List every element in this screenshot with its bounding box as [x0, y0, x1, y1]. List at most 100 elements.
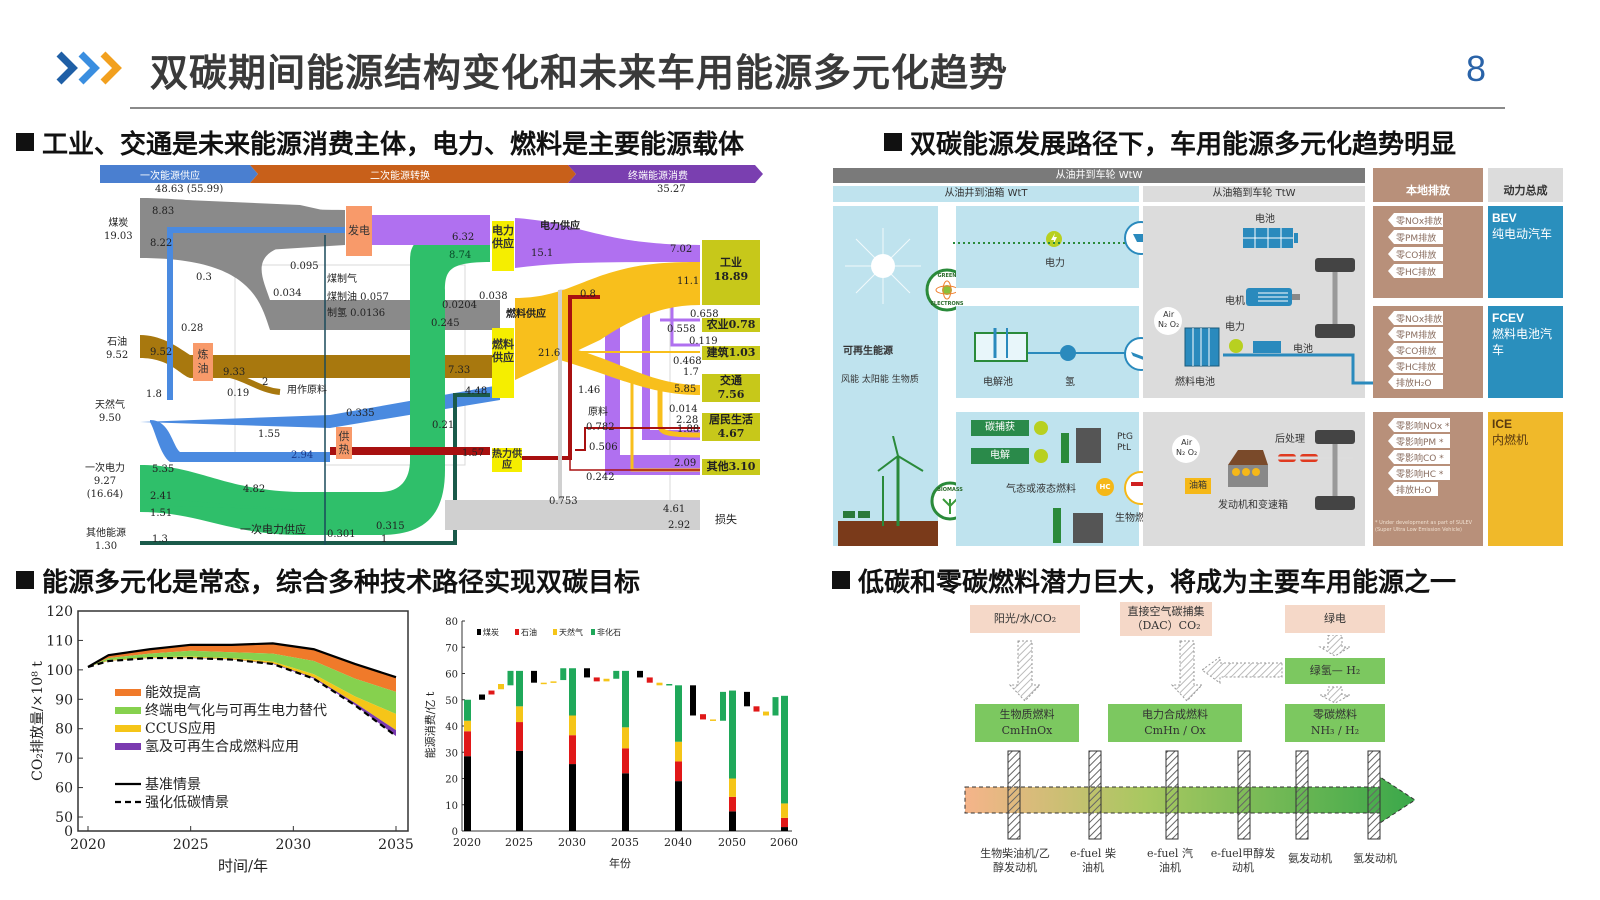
- y-tick-label: 70: [55, 751, 73, 767]
- value-label: 8.83: [152, 206, 175, 217]
- label-hydrogen: 制氢 0.0136: [327, 308, 386, 319]
- technology-timeline-arrow: [964, 750, 1416, 840]
- area-series: [88, 643, 396, 692]
- ptx-plant-icon: [1034, 421, 1101, 463]
- emission-tag: 排放H₂O: [1388, 375, 1443, 389]
- electrolyzer-label: 电解池: [983, 377, 1013, 388]
- wind-turbine-icon: [838, 436, 938, 546]
- stacked-bar-segment: [781, 803, 788, 818]
- flow-electricity: [515, 218, 700, 268]
- sink-building: 建筑1.03: [702, 346, 760, 360]
- waterfall-step: [613, 670, 620, 679]
- waterfall-step: [763, 711, 769, 716]
- stacked-bar-segment: [622, 773, 629, 831]
- stacked-bar-segment: [781, 695, 788, 804]
- value-label: 0.658: [690, 309, 719, 320]
- carrier-power: 电力供应: [492, 221, 514, 271]
- value-label: 2.92: [668, 520, 691, 531]
- value-label: 2.41: [150, 491, 173, 502]
- value-label: 8.22: [150, 238, 173, 249]
- y-tick-label: 20: [445, 775, 458, 786]
- value-label: 0.014: [669, 404, 698, 415]
- value-label: 4.82: [243, 484, 266, 495]
- y-tick-label: 120: [46, 604, 73, 620]
- value-label: 1.57: [462, 448, 485, 459]
- green-hydrogen-box: 绿氢— H₂: [1285, 658, 1385, 684]
- wtt-bar: 从油井到油箱 WtT: [833, 186, 1139, 202]
- stacked-bar-segment: [622, 670, 629, 728]
- legend-swatch: [515, 629, 519, 635]
- waterfall-step: [772, 697, 779, 716]
- legend-swatch: [115, 689, 141, 696]
- section-heading-text: 双碳能源发展路径下，车用能源多元化趋势明显: [910, 130, 1457, 160]
- electrolysis-box: 电解: [971, 448, 1029, 464]
- x-tick-label: 2035: [378, 837, 414, 853]
- flow-heat: [330, 447, 490, 455]
- section-heading-text: 能源多元化是常态，综合多种技术路径实现双碳目标: [42, 568, 641, 598]
- engine-label: 发动机和变速箱: [1218, 500, 1288, 511]
- y-tick-label: 0: [452, 827, 458, 838]
- value-label: 0.506: [589, 442, 618, 453]
- waterfall-step: [690, 685, 696, 716]
- biofuel-label: 生物燃料: [1115, 513, 1155, 524]
- sink-other: 其他3.10: [702, 459, 760, 475]
- waterfall-step: [550, 681, 557, 683]
- converter-refining: 炼油: [193, 343, 213, 381]
- low-carbon-line: [87, 656, 397, 737]
- bullet-square-icon: [16, 133, 34, 151]
- x-tick-label: 2035: [611, 836, 639, 849]
- x-tick-label: 2040: [664, 836, 692, 849]
- value-label: 4.48: [465, 386, 488, 397]
- stacked-bar-segment: [569, 715, 576, 736]
- gas-liquid-fuel-label: 气态或液态燃料: [1006, 484, 1076, 495]
- wtw-bar: 从油井到车轮 WtW: [833, 168, 1365, 183]
- waterfall-step: [560, 668, 567, 681]
- value-label: 0.095: [290, 261, 319, 272]
- stacked-bar-segment: [729, 811, 736, 831]
- section-heading-1: 工业、交通是未来能源消费主体，电力、燃料是主要能源载体: [16, 124, 744, 161]
- value-label: 0.0204: [442, 300, 477, 311]
- stage-header-secondary: 二次能源转换: [370, 171, 430, 182]
- flow-loss: [445, 500, 700, 530]
- stacked-bar-segment: [516, 706, 523, 723]
- air-icon: [1154, 307, 1182, 335]
- emission-tag: 零PM排放: [1388, 230, 1443, 244]
- waterfall-step: [584, 668, 590, 678]
- bullet-square-icon: [884, 133, 902, 151]
- wtt-electricity-panel: [956, 206, 1139, 288]
- value-label: 0.315: [376, 521, 405, 532]
- value-label: 0.119: [689, 336, 718, 347]
- converter-heating: 供热: [336, 427, 352, 459]
- y-tick-label: 70: [445, 643, 458, 654]
- waterfall-step: [744, 691, 750, 707]
- engine-label-efuel-gasoline: e-fuel 汽油机: [1147, 847, 1193, 874]
- value-label: 1.51: [150, 508, 173, 519]
- total-final: 35.27: [657, 184, 686, 195]
- x-tick-label: 2060: [770, 836, 798, 849]
- value-label: 0.19: [227, 388, 250, 399]
- emission-tag: 零CO排放: [1388, 343, 1443, 357]
- x-tick-label: 2030: [558, 836, 586, 849]
- value-label: 6.32: [452, 232, 475, 243]
- value-label: 0.21: [432, 420, 455, 431]
- y-tick-label: 50: [55, 810, 73, 826]
- waterfall-step: [710, 719, 716, 721]
- engine-marker: [1237, 750, 1251, 840]
- legend-swatch: [477, 629, 481, 635]
- fuel-cell-label: 燃料电池: [1175, 377, 1215, 388]
- stacked-bar-segment: [729, 690, 736, 779]
- engine-label-efuel-diesel: e-fuel 柴油机: [1070, 847, 1116, 874]
- stacked-bar-segment: [516, 670, 523, 707]
- stacked-bar-segment: [781, 817, 788, 828]
- electrons-badge-text: ELECTRONS: [930, 301, 964, 307]
- converter-power-gen: 发电: [346, 206, 372, 256]
- value-label: 8.74: [449, 250, 472, 261]
- baseline-line: [87, 642, 397, 679]
- waterfall-step: [656, 682, 663, 686]
- y-tick-label: 60: [445, 670, 458, 681]
